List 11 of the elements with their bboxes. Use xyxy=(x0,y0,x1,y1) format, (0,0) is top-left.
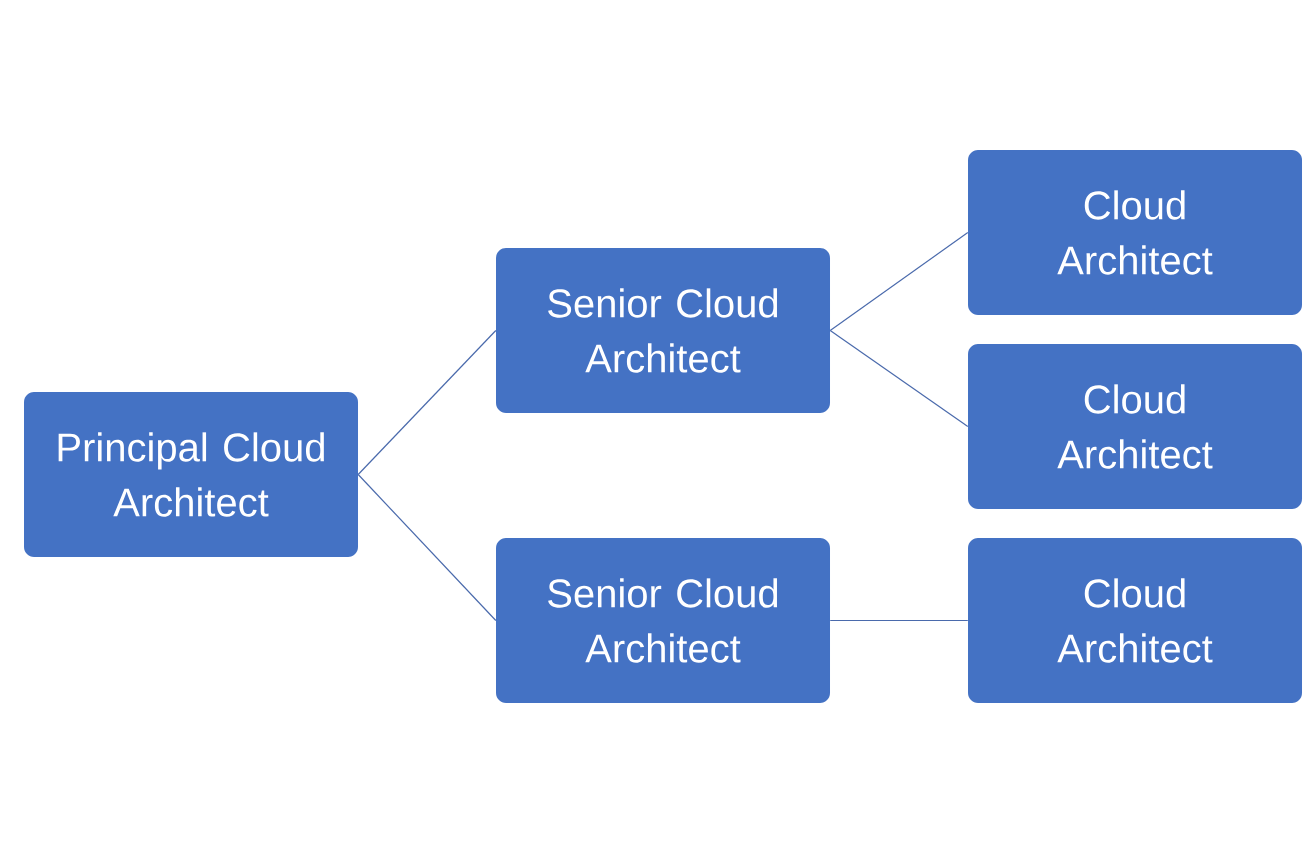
role-box: Senior Cloud Architect xyxy=(496,248,830,413)
connector-line xyxy=(357,329,497,476)
role-box: Senior Cloud Architect xyxy=(496,538,830,703)
role-box: Cloud Architect xyxy=(968,150,1302,315)
connector-line xyxy=(357,473,497,622)
role-box: Cloud Architect xyxy=(968,538,1302,703)
role-box: Cloud Architect xyxy=(968,344,1302,509)
role-box: Principal Cloud Architect xyxy=(24,392,358,557)
connector-line xyxy=(829,329,969,428)
connector-line xyxy=(829,619,969,622)
connector-line xyxy=(829,231,969,332)
